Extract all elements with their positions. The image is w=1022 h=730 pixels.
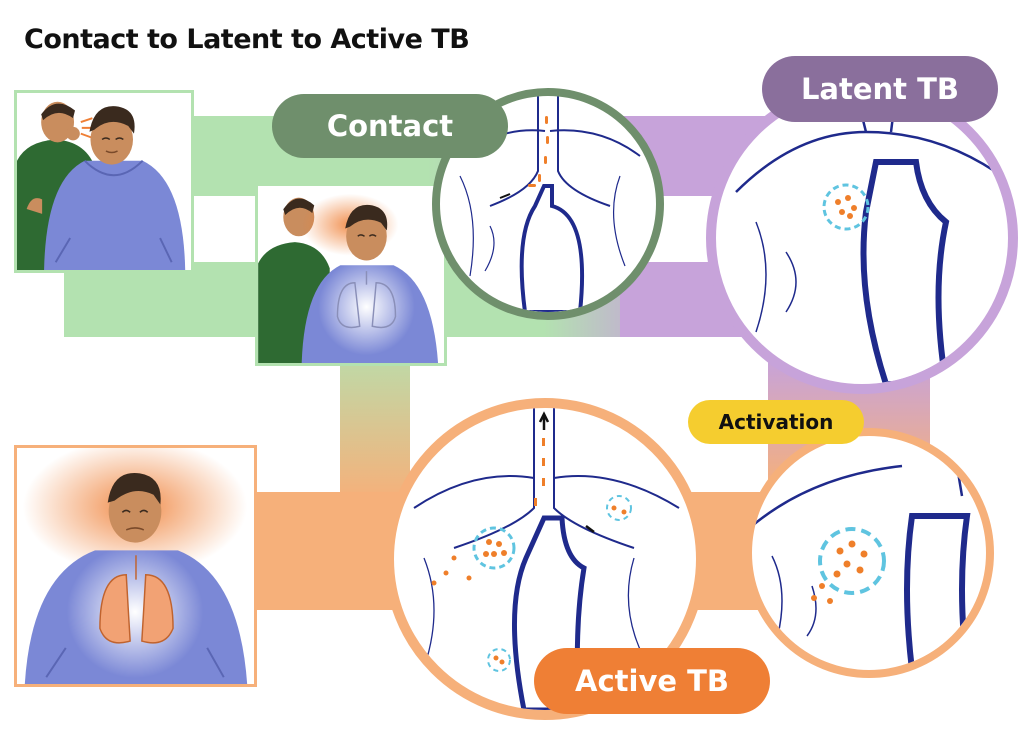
active-tb-label: Active TB [534,648,770,714]
infection-scene-frame [255,183,447,366]
active-tb-scene-frame [14,445,257,687]
infection-scene-illustration [258,193,439,363]
activation-label: Activation [688,400,864,444]
contact-label: Contact [272,94,508,158]
latent-tb-label: Latent TB [762,56,998,122]
activation-lung-illustration [752,436,971,670]
contact-scene-illustration [17,101,186,270]
active-tb-scene-illustration [22,448,248,684]
activation-lung-circle [744,428,994,678]
latent-lung-circle [706,82,1018,394]
contact-scene-frame [14,90,194,273]
page-title: Contact to Latent to Active TB [24,24,470,55]
latent-lung-illustration [735,92,997,384]
